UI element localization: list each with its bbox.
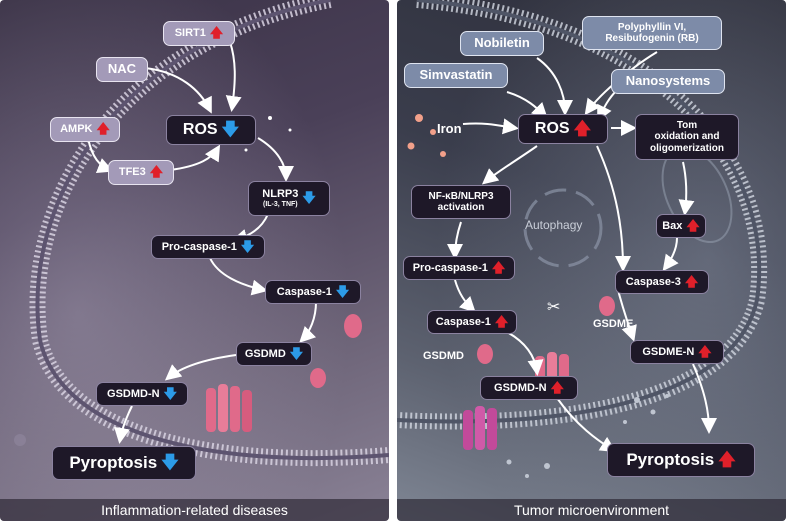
- tfe3-label: TFE3: [118, 166, 146, 179]
- gsdmd-n-node-left: GSDMD-N🡇: [96, 382, 188, 406]
- gsdme-protein-icon: [599, 296, 615, 316]
- pyroptosis-label: Pyroptosis: [626, 450, 715, 470]
- gsdme-n-node: GSDME-N🡅: [630, 340, 724, 364]
- nobiletin-node: Nobiletin: [460, 31, 544, 56]
- nanosystems-node: Nanosystems: [611, 69, 725, 94]
- up-arrow-icon: 🡅: [491, 259, 506, 275]
- up-arrow-icon: 🡅: [494, 313, 509, 329]
- polyphyllin-label-line1: Polyphyllin VI,: [617, 21, 687, 33]
- iron-particle-icon: [415, 114, 423, 122]
- pyroptosis-label: Pyroptosis: [69, 453, 158, 473]
- nlrp3-label: NLRP3: [262, 188, 299, 201]
- caspase1-label: Caspase-1: [276, 285, 332, 298]
- down-arrow-icon: 🡇: [221, 120, 240, 140]
- gsdmd-fragment-icon: [310, 368, 326, 388]
- panel-tumor: ✂ Nobile: [397, 0, 786, 521]
- gsdmd-node-left: GSDMD🡇: [236, 342, 312, 366]
- iron-particle-icon: [407, 142, 415, 150]
- nac-label: NAC: [107, 61, 137, 77]
- scissors-icon: ✂: [547, 297, 560, 316]
- caption-tumor: Tumor microenvironment: [397, 499, 786, 521]
- up-arrow-icon: 🡅: [550, 379, 564, 395]
- up-arrow-icon: 🡅: [149, 164, 164, 180]
- polyphyllin-label-line2: Resibufogenin (RB): [605, 33, 699, 44]
- up-arrow-icon: 🡅: [698, 343, 712, 359]
- caspase1-node-left: Caspase-1🡇: [265, 280, 361, 304]
- ros-node-left: ROS🡇: [166, 115, 256, 145]
- down-arrow-icon: 🡇: [335, 283, 350, 299]
- nlrp3-node: NLRP3 (IL-3, TNF) 🡇: [248, 181, 330, 216]
- ros-label: ROS: [534, 119, 570, 137]
- gsdmd-label: GSDMD: [244, 347, 286, 360]
- sirt1-label: SIRT1: [174, 27, 206, 40]
- tom-label-line3: oligomerization: [650, 142, 724, 154]
- gsdme-n-label: GSDME-N: [642, 345, 695, 358]
- down-arrow-icon: 🡇: [161, 453, 179, 473]
- pro-caspase1-node-right: Pro-caspase-1🡅: [403, 256, 515, 280]
- simvastatin-node: Simvastatin: [404, 63, 508, 88]
- down-arrow-icon: 🡇: [240, 238, 255, 254]
- nlrp3-sublabel: (IL-3, TNF): [263, 200, 298, 208]
- pyroptosis-node-right: Pyroptosis🡅: [607, 443, 755, 477]
- simvastatin-label: Simvastatin: [419, 67, 493, 83]
- nfkb-node: NF-κB/NLRP3 activation: [411, 185, 511, 219]
- gsdmd-protein-icon: [477, 344, 493, 364]
- iron-particle-icon: [440, 151, 446, 157]
- gsdmd-protein-icon: [344, 314, 362, 338]
- iron-particle-icon: [430, 129, 436, 135]
- pyroptosis-node-left: Pyroptosis🡇: [52, 446, 196, 480]
- autophagy-cycle-icon: [523, 188, 603, 268]
- caspase3-node: Caspase-3🡅: [615, 270, 709, 294]
- panel-inflammation: SIRT1🡅 NAC AMPK🡅 ROS🡇 TFE3🡅 NLRP3 (IL-3,…: [0, 0, 389, 521]
- gsdmd-n-label: GSDMD-N: [494, 381, 547, 394]
- up-arrow-icon: 🡅: [573, 119, 592, 139]
- sirt1-node: SIRT1🡅: [163, 21, 235, 46]
- autophagy-label: Autophagy: [525, 218, 583, 232]
- ros-label: ROS: [182, 120, 218, 138]
- nfkb-label-line1: NF-κB/NLRP3: [428, 190, 494, 202]
- left-background-art: [0, 0, 389, 521]
- up-arrow-icon: 🡅: [684, 273, 699, 289]
- nac-node: NAC: [96, 57, 148, 82]
- tom-label-line2: oxidation and: [654, 131, 720, 143]
- gsdmd-pore-left: [206, 384, 252, 432]
- up-arrow-icon: 🡅: [96, 121, 110, 137]
- up-arrow-icon: 🡅: [718, 450, 736, 470]
- gsdmd-n-node-right: GSDMD-N🡅: [480, 376, 578, 400]
- nfkb-label-line2: activation: [437, 202, 485, 213]
- down-arrow-icon: 🡇: [163, 385, 177, 401]
- nanosystems-label: Nanosystems: [625, 73, 711, 89]
- down-arrow-icon: 🡇: [302, 190, 316, 206]
- tom-label-line1: Tom: [676, 119, 698, 131]
- up-arrow-icon: 🡅: [209, 25, 224, 41]
- pro-caspase1-node-left: Pro-caspase-1🡇: [151, 235, 265, 259]
- gsdmd-n-label: GSDMD-N: [107, 387, 160, 400]
- ampk-node: AMPK🡅: [50, 117, 120, 142]
- iron-label: Iron: [437, 121, 462, 136]
- pro-caspase1-label: Pro-caspase-1: [161, 240, 237, 253]
- up-arrow-icon: 🡅: [686, 217, 700, 233]
- caspase3-label: Caspase-3: [625, 275, 681, 288]
- gsdme-label: GSDME: [593, 318, 634, 330]
- ros-node-right: ROS🡅: [518, 114, 608, 144]
- tom-node: Tom oxidation and oligomerization: [635, 114, 739, 160]
- caspase1-node-right: Caspase-1🡅: [427, 310, 517, 334]
- caspase1-label: Caspase-1: [435, 315, 491, 328]
- ampk-label: AMPK: [60, 123, 93, 136]
- bax-label: Bax: [662, 219, 683, 232]
- nobiletin-label: Nobiletin: [474, 35, 530, 51]
- polyphyllin-node: Polyphyllin VI, Resibufogenin (RB): [582, 16, 722, 50]
- bax-node: Bax🡅: [656, 214, 706, 238]
- pro-caspase1-label: Pro-caspase-1: [412, 261, 488, 274]
- gsdmd-label: GSDMD: [423, 350, 464, 362]
- gsdmd-pore-right: [463, 406, 497, 450]
- caption-inflammation: Inflammation-related diseases: [0, 499, 389, 521]
- tfe3-node: TFE3🡅: [108, 160, 174, 185]
- down-arrow-icon: 🡇: [289, 345, 304, 361]
